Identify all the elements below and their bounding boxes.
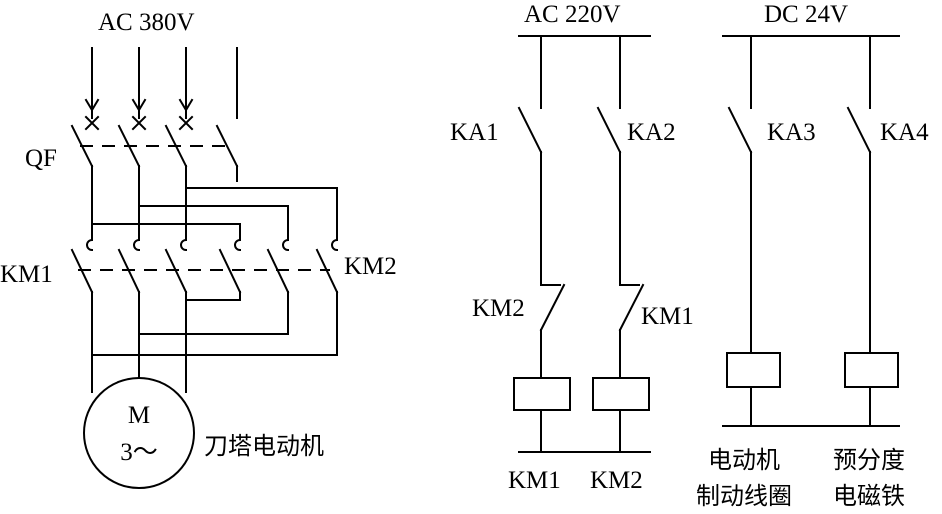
motor-symbol: M	[128, 402, 150, 429]
ac-branch-right: KA2 KM1 KM2	[590, 35, 694, 494]
breaker-qf: QF	[25, 115, 239, 189]
dc-supply-label: DC 24V	[764, 1, 848, 28]
dc-control-circuit: DC 24V KA3 电动机 制动线圈 KA4 预分度 电磁铁	[696, 1, 929, 510]
contactor-km1-label: KM1	[0, 261, 53, 288]
relay-ka2-label: KA2	[627, 119, 676, 146]
contactor-km2-label: KM2	[344, 253, 397, 280]
relay-ka4-label: KA4	[880, 119, 929, 146]
brake-coil-label-line1: 电动机	[708, 446, 780, 474]
coil-km2	[592, 377, 650, 411]
supply-bus	[91, 187, 338, 241]
dc-branch-left: KA3 电动机 制动线圈	[696, 35, 816, 510]
main-contacts: KM1 KM2	[0, 238, 397, 294]
brake-coil	[726, 352, 781, 388]
interlock-km1-label: KM1	[641, 303, 694, 330]
coil-km1-label: KM1	[508, 467, 561, 494]
dc-branch-right: KA4 预分度 电磁铁	[833, 35, 929, 510]
interlock-km2-label: KM2	[472, 295, 525, 322]
relay-ka3-label: KA3	[767, 119, 816, 146]
ac-supply-label: AC 220V	[524, 1, 621, 28]
motor-feed	[91, 291, 338, 393]
arrow-icon	[84, 98, 100, 112]
relay-ka1-label: KA1	[450, 119, 499, 146]
ac-branch-left: KA1 KM2 KM1	[450, 35, 571, 494]
coil-km2-label: KM2	[590, 467, 643, 494]
coil-km1	[513, 377, 571, 411]
indexing-solenoid-label-line1: 预分度	[833, 446, 905, 474]
indexing-solenoid-label-line2: 电磁铁	[833, 482, 905, 510]
motor-name: 刀塔电动机	[204, 432, 324, 460]
motor-phase: 3～	[120, 439, 158, 466]
arrow-icon	[178, 98, 194, 112]
motor: M 3～ 刀塔电动机	[83, 377, 324, 489]
main-power-circuit: AC 380V QF	[0, 9, 397, 489]
power-supply-label: AC 380V	[98, 9, 195, 36]
indexing-solenoid	[844, 352, 899, 388]
ac-control-circuit: AC 220V KA1 KM2 KM1 KA2 KM1	[450, 1, 694, 494]
arrow-icon	[131, 98, 147, 112]
breaker-label: QF	[25, 145, 57, 172]
phase-input-lines	[84, 47, 238, 119]
brake-coil-label-line2: 制动线圈	[696, 482, 792, 510]
